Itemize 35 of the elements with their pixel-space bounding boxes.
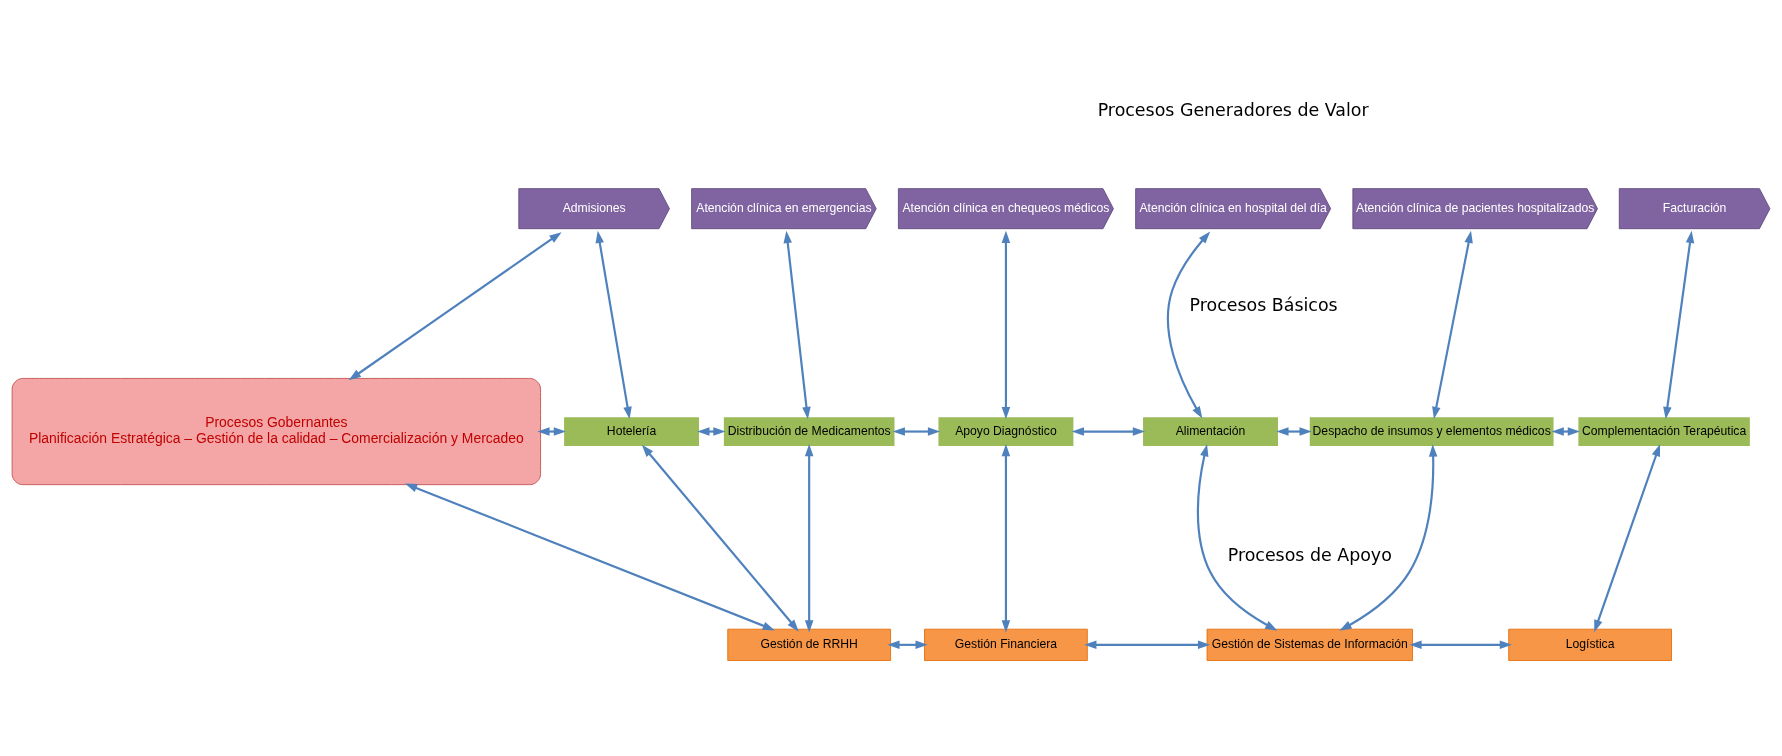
- node-box: Hotelería: [561, 414, 702, 449]
- node-box: Logística: [1508, 628, 1672, 661]
- node-box: Procesos Gobernantes Planificación Estratégica – Gestión de la calidad – Comercialización y Mercadeo: [11, 378, 541, 486]
- node-box: Gestión de RRHH: [727, 628, 891, 661]
- node-box: Despacho de insumos y elementos médicos: [1307, 414, 1557, 449]
- arrow: [1001, 230, 1011, 420]
- arrow: [1071, 427, 1146, 436]
- arrow: [1084, 640, 1211, 650]
- node-box: Alimentación: [1140, 414, 1281, 449]
- label: Procesos Generadores de Valor: [1097, 99, 1369, 120]
- arrow: [1551, 427, 1580, 436]
- arrow: [1166, 231, 1211, 419]
- arrow: [1276, 427, 1312, 436]
- node-box: Distribución de Medicamentos: [721, 414, 898, 449]
- arrow: [595, 230, 632, 420]
- arrow: [405, 483, 775, 631]
- node-box: Gestión Financiera: [924, 628, 1088, 661]
- arrow: [1663, 230, 1695, 420]
- arrow: [1409, 640, 1512, 650]
- arrow: [1339, 444, 1438, 631]
- node-box: Complementación Terapéutica: [1575, 414, 1753, 449]
- arrow: [641, 444, 799, 632]
- arrow: [1001, 444, 1011, 633]
- label: Procesos Básicos: [1189, 294, 1338, 315]
- arrow: [783, 230, 811, 420]
- node-box: Gestión de Sistemas de Información: [1206, 628, 1413, 661]
- node-box: Apoyo Diagnóstico: [935, 414, 1076, 449]
- arrow: [537, 427, 566, 436]
- arrow: [1196, 444, 1278, 631]
- arrow: [1594, 444, 1660, 633]
- arrow: [348, 232, 562, 381]
- label: Procesos de Apoyo: [1227, 545, 1392, 566]
- arrow: [1432, 230, 1473, 420]
- arrow: [892, 427, 941, 436]
- arrow: [804, 444, 814, 633]
